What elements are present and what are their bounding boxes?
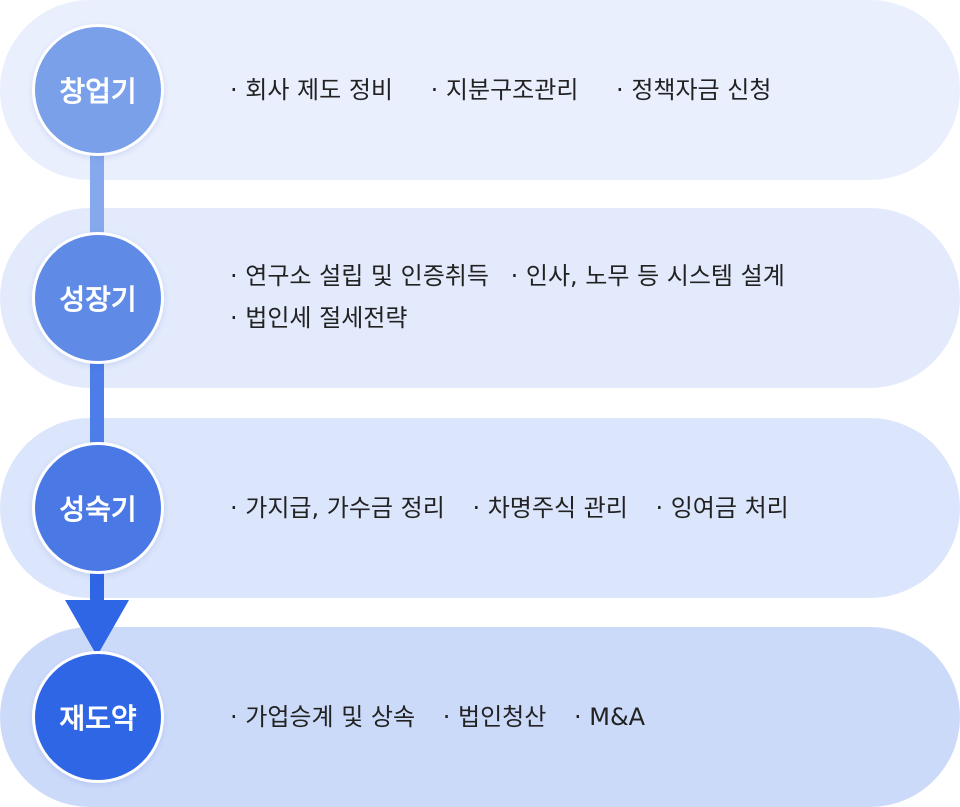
item-row: 가지급, 가수금 정리 차명주식 관리 잉여금 처리 xyxy=(230,487,930,529)
stage-circle-4: 재도약 xyxy=(32,651,164,783)
connector-2 xyxy=(90,360,104,450)
list-item: 인사, 노무 등 시스템 설계 xyxy=(511,255,785,297)
stage-label: 재도약 xyxy=(59,702,137,735)
stage-items-1: 회사 제도 정비 지분구조관리 정책자금 신청 xyxy=(230,69,930,111)
list-item: 연구소 설립 및 인증취득 xyxy=(230,255,489,297)
stage-label: 창업기 xyxy=(59,75,137,108)
item-row: 연구소 설립 및 인증취득 인사, 노무 등 시스템 설계 xyxy=(230,255,930,297)
list-item: 법인세 절세전략 xyxy=(230,297,407,339)
item-row: 회사 제도 정비 지분구조관리 정책자금 신청 xyxy=(230,69,930,111)
list-item: 잉여금 처리 xyxy=(655,487,789,529)
stage-items-4: 가업승계 및 상속 법인청산 M&A xyxy=(230,696,930,738)
list-item: 지분구조관리 xyxy=(431,69,578,111)
list-item: 정책자금 신청 xyxy=(616,69,771,111)
stage-circle-1: 창업기 xyxy=(32,24,164,156)
stage-items-2: 연구소 설립 및 인증취득 인사, 노무 등 시스템 설계 법인세 절세전략 xyxy=(230,255,930,339)
item-row: 가업승계 및 상속 법인청산 M&A xyxy=(230,696,930,738)
list-item: 가업승계 및 상속 xyxy=(230,696,415,738)
list-item: 회사 제도 정비 xyxy=(230,69,393,111)
list-item: 법인청산 xyxy=(443,696,546,738)
arrowhead-icon xyxy=(65,600,129,656)
stage-circle-2: 성장기 xyxy=(32,232,164,364)
arrowhead-shape xyxy=(65,600,129,656)
list-item: 차명주식 관리 xyxy=(472,487,628,529)
stage-label: 성숙기 xyxy=(59,493,137,526)
stage-circle-3: 성숙기 xyxy=(32,442,164,574)
connector-1 xyxy=(90,150,104,240)
item-row: 법인세 절세전략 xyxy=(230,297,930,339)
stage-items-3: 가지급, 가수금 정리 차명주식 관리 잉여금 처리 xyxy=(230,487,930,529)
stage-label: 성장기 xyxy=(59,283,137,316)
list-item: M&A xyxy=(574,696,645,738)
list-item: 가지급, 가수금 정리 xyxy=(230,487,445,529)
